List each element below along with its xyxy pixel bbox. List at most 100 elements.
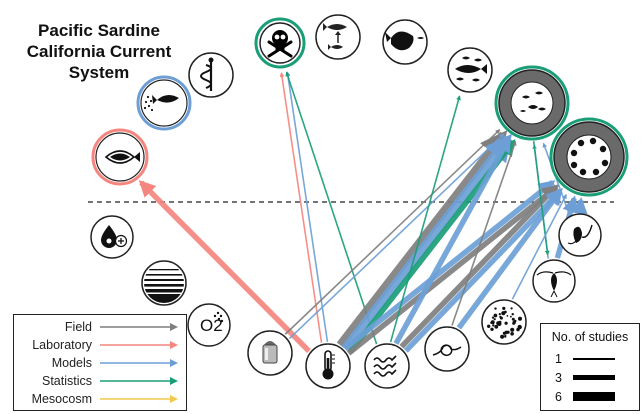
particle-dot (517, 324, 522, 330)
node-distribution[interactable] (494, 65, 570, 141)
edge-particles-to-recruitment (511, 193, 567, 300)
particle-dot (511, 313, 514, 316)
node-currents[interactable] (424, 326, 470, 372)
particle-dot (512, 320, 516, 325)
edge-turbulence-to-toxicity (285, 71, 378, 345)
particle-dot (494, 307, 497, 310)
edge-temperature-to-recruitment (346, 184, 560, 356)
particle-dot (490, 327, 494, 331)
skull-crossbones-icon (267, 30, 293, 58)
particle-dot (500, 334, 505, 339)
legend-item-laboratory: Laboratory (14, 337, 186, 353)
edge-turbulence-to-recruitment (403, 188, 563, 353)
node-oxygen[interactable]: O2 (187, 303, 231, 347)
studies-legend-title: No. of studies (551, 330, 629, 344)
legend-arrow (100, 395, 178, 403)
oxygen-label: O2 (200, 316, 223, 335)
edge-temperature-to-recruitment (343, 180, 556, 351)
methods-legend: Field Laboratory Models Statistics Mesoc… (13, 314, 187, 411)
particle-dot (504, 330, 509, 335)
oxygen-icon: O2 (200, 311, 224, 335)
particle-dot (499, 315, 502, 319)
fish-outline-icon (104, 150, 140, 164)
studies-count-label: 6 (555, 390, 562, 404)
node-toxicity[interactable] (254, 17, 306, 69)
legend-label: Field (64, 320, 92, 334)
legend-item-mesocosm: Mesocosm (14, 391, 186, 407)
legend-item-field: Field (14, 319, 186, 335)
studies-line-sample (573, 358, 615, 360)
studies-count-label: 3 (555, 371, 562, 385)
edge-temperature-to-distribution (341, 133, 513, 352)
particle-dot (504, 335, 507, 338)
node-temperature[interactable] (305, 343, 351, 389)
title-line-2: California Current (26, 42, 172, 61)
studies-item-6: 6 (555, 389, 635, 405)
legend-item-models: Models (14, 355, 186, 371)
node-turbulence[interactable] (364, 343, 410, 389)
studies-item-1: 1 (555, 351, 635, 367)
edge-salinity-to-distribution (288, 133, 505, 340)
node-predator[interactable] (382, 19, 428, 65)
fish-reproduction-icon (323, 23, 347, 50)
particle-dot (487, 324, 491, 328)
node-nutrients[interactable] (90, 215, 134, 259)
node-stratification[interactable] (141, 260, 187, 306)
particle-dot (501, 311, 506, 316)
edge-temperature-to-distribution (336, 130, 508, 348)
node-physiology[interactable] (91, 128, 149, 186)
studies-line-sample (573, 392, 615, 401)
fish-in-ring-icon (520, 91, 546, 112)
legend-arrow (100, 359, 178, 367)
predatory-fish-icon (385, 31, 424, 51)
edge-turbulence-to-recruitment (399, 184, 559, 349)
edge-salinity-to-distribution (284, 129, 501, 335)
edge-temperature-to-toxicity (279, 72, 323, 343)
stratified-layers-icon (144, 269, 184, 303)
title-line-3: System (68, 63, 130, 82)
node-phytoplankton[interactable] (558, 213, 602, 257)
eggs-in-ring-icon (570, 137, 609, 176)
legend-label: Statistics (41, 374, 92, 388)
particle-dot (502, 306, 506, 310)
legend-label: Laboratory (32, 338, 92, 352)
studies-item-3: 3 (555, 370, 635, 386)
particle-dot (492, 324, 495, 327)
diagram-title: Pacific Sardine California Current Syste… (4, 20, 194, 83)
edge-turbulence-to-schooling (389, 95, 461, 343)
particle-dot (518, 316, 522, 321)
salt-shaker-icon (262, 341, 278, 364)
particle-dot (498, 313, 501, 316)
current-swirl-icon (432, 344, 462, 357)
thermometer-icon (322, 350, 335, 380)
node-zooplankton[interactable] (532, 259, 576, 303)
edge-turbulence-to-distribution (393, 135, 512, 345)
legend-label: Mesocosm (31, 392, 92, 406)
node-schooling[interactable] (447, 47, 493, 93)
phytoplankton-icon (567, 224, 593, 245)
edge-phytoplankton-to-recruitment (571, 197, 588, 215)
legend-item-statistics: Statistics (14, 373, 186, 389)
particle-dot (510, 307, 513, 310)
particle-dot (504, 321, 508, 325)
edge-temperature-to-physiology (138, 180, 311, 354)
node-growth[interactable] (136, 75, 192, 131)
edge-currents-to-distribution (451, 140, 517, 326)
zooplankton-icon (536, 271, 572, 298)
node-reproduction[interactable] (315, 14, 361, 60)
feeding-fish-icon (143, 94, 179, 112)
particle-dot (491, 316, 495, 319)
particle-dot (490, 320, 495, 325)
node-particles[interactable] (481, 299, 527, 345)
particle-dot (493, 318, 496, 321)
particle-dot (510, 315, 512, 318)
particle-dot (494, 324, 499, 329)
node-recruitment[interactable] (549, 117, 629, 197)
turbulence-icon (373, 355, 397, 377)
legend-label: Models (51, 356, 92, 370)
node-salinity[interactable] (247, 330, 293, 376)
node-health[interactable] (188, 52, 234, 98)
particle-dots-icon (487, 306, 522, 339)
title-line-1: Pacific Sardine (38, 21, 160, 40)
